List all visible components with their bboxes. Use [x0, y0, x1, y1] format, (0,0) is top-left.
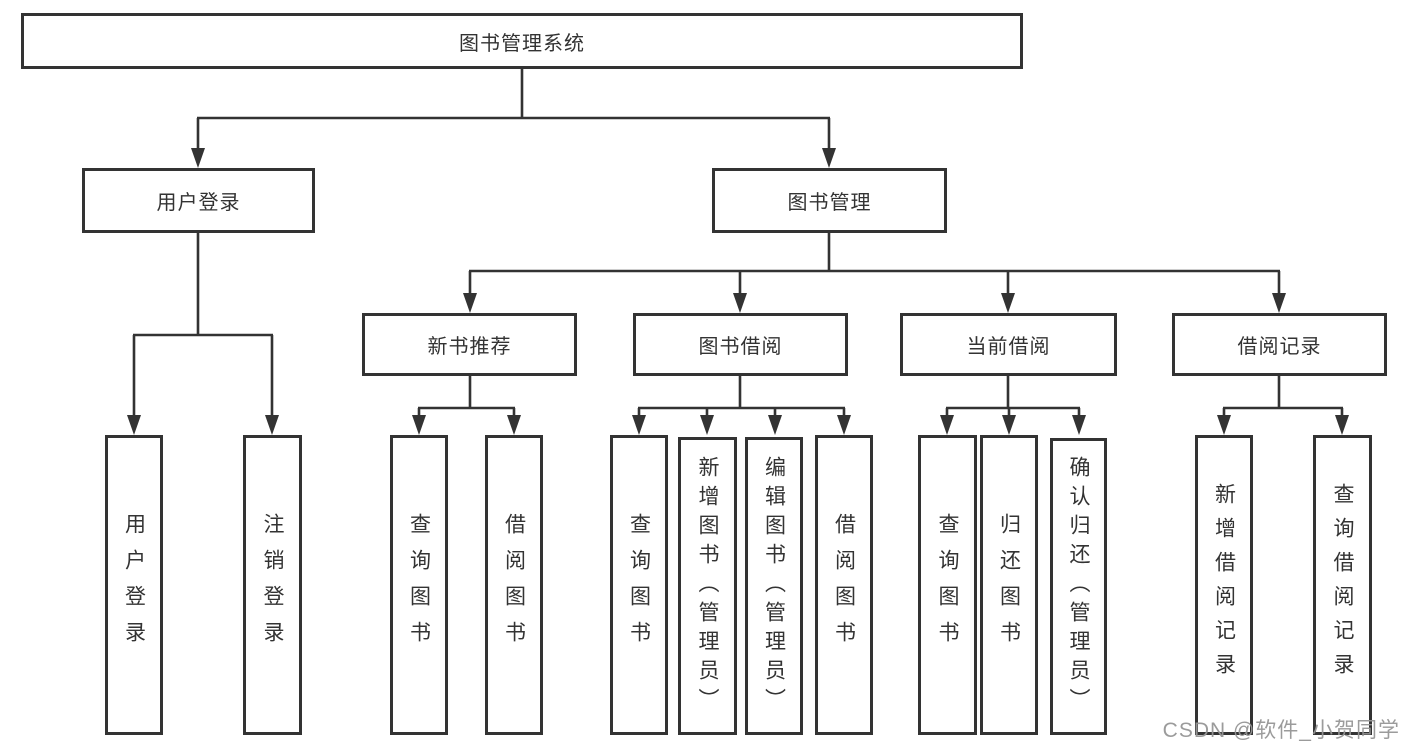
node-label: 归还图书 — [997, 513, 1021, 657]
leaf-user-login: 用户登录 — [105, 435, 163, 735]
node-label: 图书管理系统 — [459, 32, 585, 55]
node-user-login: 用户登录 — [82, 168, 315, 233]
leaf-bb-add-books-admin: 新增图书（管理员） — [678, 437, 737, 735]
node-label: 新增图书（管理员） — [696, 455, 719, 717]
node-label: 用户登录 — [156, 192, 241, 214]
node-label: 借阅图书 — [832, 513, 856, 657]
node-label: 借阅记录 — [1237, 336, 1322, 358]
node-borrow-record: 借阅记录 — [1172, 313, 1387, 376]
leaf-cb-confirm-return-admin: 确认归还（管理员） — [1050, 438, 1107, 735]
node-book-borrow: 图书借阅 — [633, 313, 848, 376]
node-label: 编辑图书（管理员） — [762, 455, 786, 717]
node-label: 查询图书 — [407, 513, 431, 657]
node-label: 图书借阅 — [698, 336, 783, 358]
leaf-bb-edit-books-admin: 编辑图书（管理员） — [745, 437, 803, 735]
leaf-cb-return-books: 归还图书 — [980, 435, 1038, 735]
node-label: 查询借阅记录 — [1331, 483, 1354, 687]
node-label: 图书管理 — [787, 192, 872, 214]
node-label: 新增借阅记录 — [1212, 483, 1236, 687]
leaf-nb-borrow-books: 借阅图书 — [485, 435, 543, 735]
node-label: 借阅图书 — [502, 513, 526, 657]
node-label: 查询图书 — [936, 513, 959, 657]
node-label: 当前借阅 — [966, 336, 1051, 358]
leaf-br-query-record: 查询借阅记录 — [1313, 435, 1372, 735]
leaf-bb-borrow-books: 借阅图书 — [815, 435, 873, 735]
node-label: 确认归还（管理员） — [1067, 456, 1090, 717]
leaf-bb-query-books: 查询图书 — [610, 435, 668, 735]
leaf-br-add-record: 新增借阅记录 — [1195, 435, 1253, 735]
watermark: CSDN @软件_小贺同学 — [1162, 719, 1400, 742]
node-root: 图书管理系统 — [21, 13, 1023, 69]
node-label: 用户登录 — [122, 513, 146, 657]
leaf-cb-query-books: 查询图书 — [918, 435, 977, 735]
node-label: 新书推荐 — [427, 336, 512, 358]
leaf-logout: 注销登录 — [243, 435, 302, 735]
node-label: 查询图书 — [627, 513, 651, 657]
node-new-book: 新书推荐 — [362, 313, 577, 376]
node-current-borrow: 当前借阅 — [900, 313, 1117, 376]
node-label: 注销登录 — [261, 513, 284, 657]
leaf-nb-query-books: 查询图书 — [390, 435, 448, 735]
node-book-mgmt: 图书管理 — [712, 168, 947, 233]
